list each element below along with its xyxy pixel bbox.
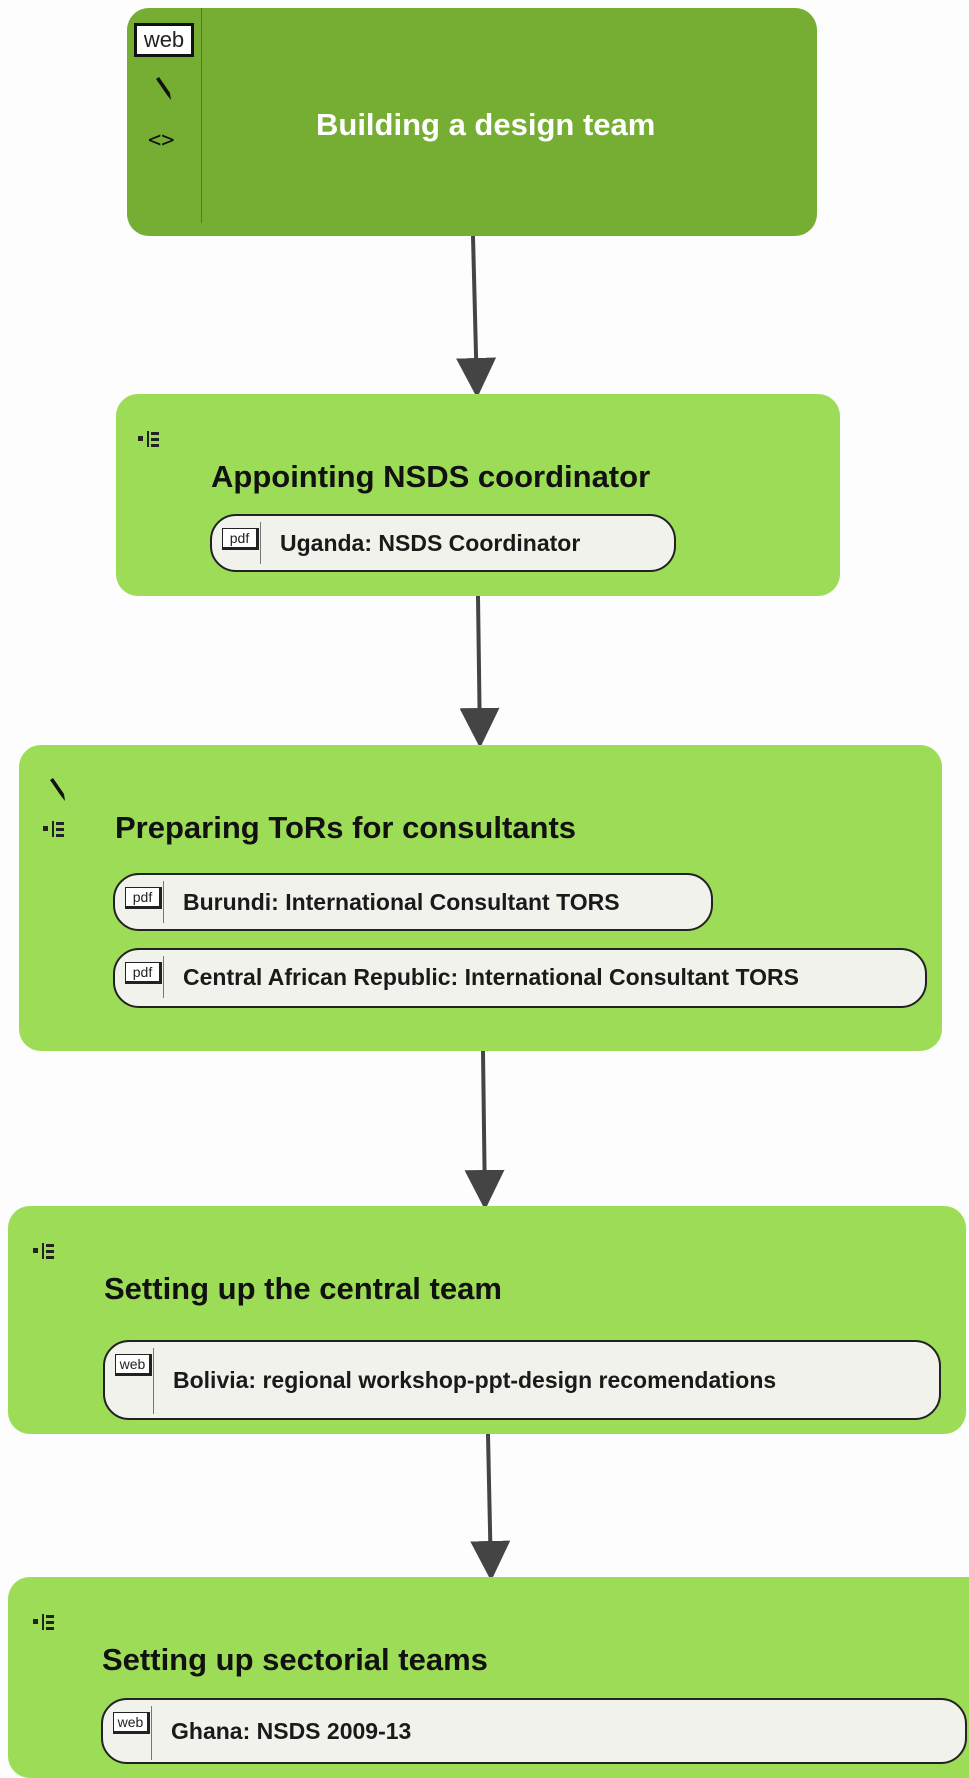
outline-icon[interactable] bbox=[43, 820, 67, 838]
code-icon[interactable]: <> bbox=[148, 128, 175, 153]
root-icon-sidebar: web <> bbox=[127, 8, 202, 223]
topic-appointing-nsds-coordinator[interactable]: Appointing NSDS coordinator pdf Uganda: … bbox=[116, 394, 840, 596]
node-title: Setting up sectorial teams bbox=[102, 1642, 488, 1677]
pdf-tag: pdf bbox=[119, 881, 164, 923]
web-tag: web bbox=[109, 1348, 154, 1414]
node-title: Setting up the central team bbox=[104, 1271, 502, 1306]
outline-icon[interactable] bbox=[33, 1613, 57, 1631]
pdf-tag: pdf bbox=[119, 956, 164, 998]
outline-icon[interactable] bbox=[33, 1242, 57, 1260]
resource-label: Bolivia: regional workshop-ppt-design re… bbox=[173, 1367, 777, 1393]
topic-preparing-tors-for-consultants[interactable]: Preparing ToRs for consultants pdf Burun… bbox=[19, 745, 942, 1051]
connector-arrow bbox=[464, 1050, 505, 1210]
connector-arrow bbox=[456, 235, 497, 398]
resource-label: Burundi: International Consultant TORS bbox=[183, 889, 620, 915]
resource-label: Central African Republic: International … bbox=[183, 964, 799, 990]
node-title: Appointing NSDS coordinator bbox=[211, 459, 651, 494]
root-topic-building-a-design-team[interactable]: web <> Building a design team bbox=[127, 8, 817, 236]
resource-link[interactable]: pdf Burundi: International Consultant TO… bbox=[113, 873, 713, 931]
resource-label: Ghana: NSDS 2009-13 bbox=[171, 1718, 412, 1744]
node-title: Preparing ToRs for consultants bbox=[115, 810, 577, 845]
outline-icon[interactable] bbox=[138, 430, 162, 448]
resource-label: Uganda: NSDS Coordinator bbox=[280, 530, 581, 556]
pencil-icon[interactable] bbox=[152, 74, 176, 104]
connector-arrow bbox=[459, 595, 500, 748]
pdf-tag: pdf bbox=[216, 522, 261, 564]
connector-arrow bbox=[470, 1433, 511, 1581]
node-title: Building a design team bbox=[316, 107, 656, 142]
resource-link[interactable]: web Bolivia: regional workshop-ppt-desig… bbox=[103, 1340, 941, 1420]
pencil-icon[interactable] bbox=[46, 775, 70, 805]
web-tag: web bbox=[107, 1706, 152, 1760]
resource-link[interactable]: pdf Central African Republic: Internatio… bbox=[113, 948, 927, 1008]
resource-link[interactable]: web Ghana: NSDS 2009-13 bbox=[101, 1698, 967, 1764]
topic-setting-up-sectorial-teams[interactable]: Setting up sectorial teams web Ghana: NS… bbox=[8, 1577, 969, 1778]
resource-link[interactable]: pdf Uganda: NSDS Coordinator bbox=[210, 514, 676, 572]
topic-setting-up-the-central-team[interactable]: Setting up the central team web Bolivia:… bbox=[8, 1206, 966, 1434]
web-link-tag[interactable]: web bbox=[134, 23, 194, 57]
